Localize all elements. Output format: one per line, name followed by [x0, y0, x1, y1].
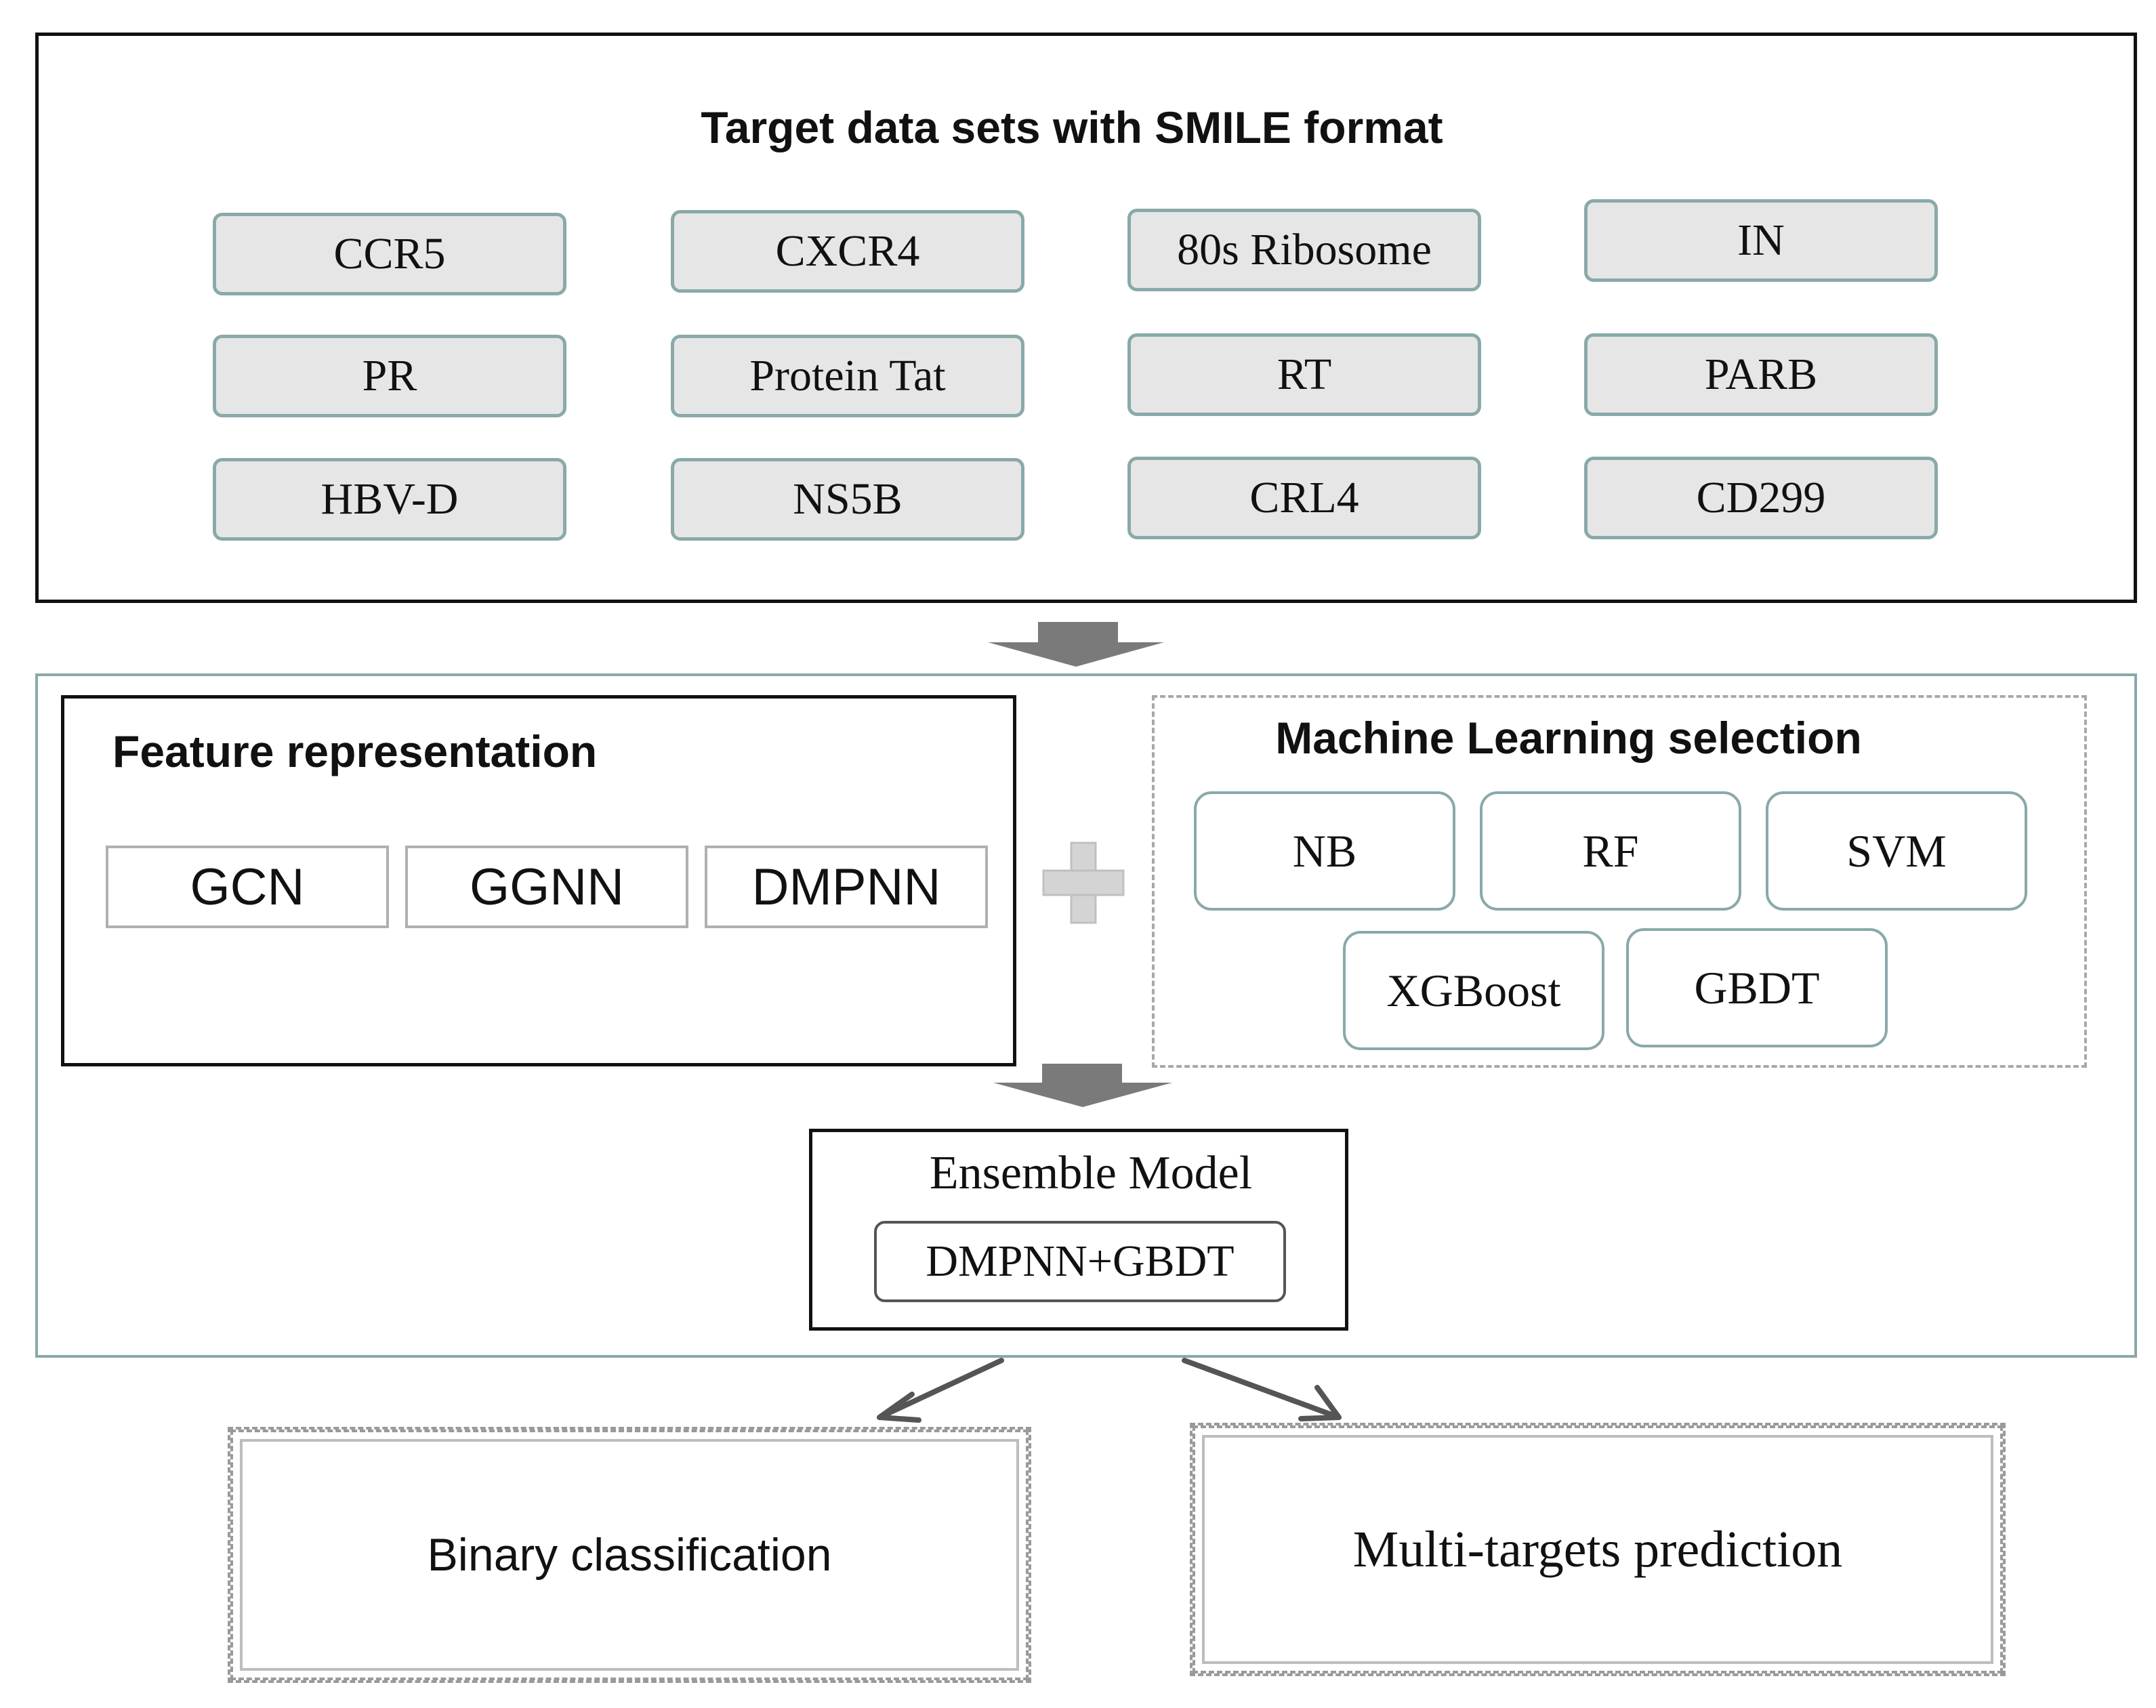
- target-pill: Protein Tat: [671, 335, 1024, 417]
- ml-pill-rf: RF: [1480, 791, 1741, 911]
- arrow-left-down-icon: [877, 1358, 1004, 1423]
- feature-box-gcn: GCN: [106, 846, 389, 928]
- ensemble-model-pill: DMPNN+GBDT: [874, 1221, 1286, 1302]
- arrow-down-icon: [988, 622, 1164, 667]
- plus-icon: [1041, 840, 1126, 925]
- target-pill: NS5B: [671, 458, 1024, 541]
- target-pill: PR: [213, 335, 566, 417]
- target-pill: CXCR4: [671, 210, 1024, 293]
- multi-targets-label: Multi-targets prediction: [1352, 1520, 1843, 1578]
- multi-targets-box: Multi-targets prediction: [1190, 1423, 2006, 1676]
- ml-pill-xgboost: XGBoost: [1343, 931, 1604, 1050]
- binary-classification-label: Binary classification: [427, 1529, 832, 1581]
- target-pill: IN: [1584, 199, 1938, 282]
- ml-pill-gbdt: GBDT: [1626, 928, 1888, 1047]
- target-pill: CD299: [1584, 457, 1938, 539]
- target-pill: HBV-D: [213, 458, 566, 541]
- feature-box-dmpnn: DMPNN: [705, 846, 988, 928]
- ml-pill-nb: NB: [1194, 791, 1455, 911]
- target-pill: PARB: [1584, 333, 1938, 416]
- binary-classification-box: Binary classification: [228, 1427, 1031, 1683]
- ensemble-model-title: Ensemble Model: [929, 1147, 1253, 1199]
- target-pill: 80s Ribosome: [1127, 209, 1481, 291]
- feature-box-ggnn: GGNN: [405, 846, 688, 928]
- target-pill: CCR5: [213, 213, 566, 295]
- target-pill: CRL4: [1127, 457, 1481, 539]
- ml-pill-svm: SVM: [1766, 791, 2027, 911]
- feature-representation-title: Feature representation: [112, 726, 598, 776]
- ml-selection-title: Machine Learning selection: [1275, 713, 1862, 763]
- arrow-right-down-icon: [1182, 1358, 1342, 1421]
- target-pill: RT: [1127, 333, 1481, 416]
- target-datasets-title: Target data sets with SMILE format: [701, 102, 1443, 152]
